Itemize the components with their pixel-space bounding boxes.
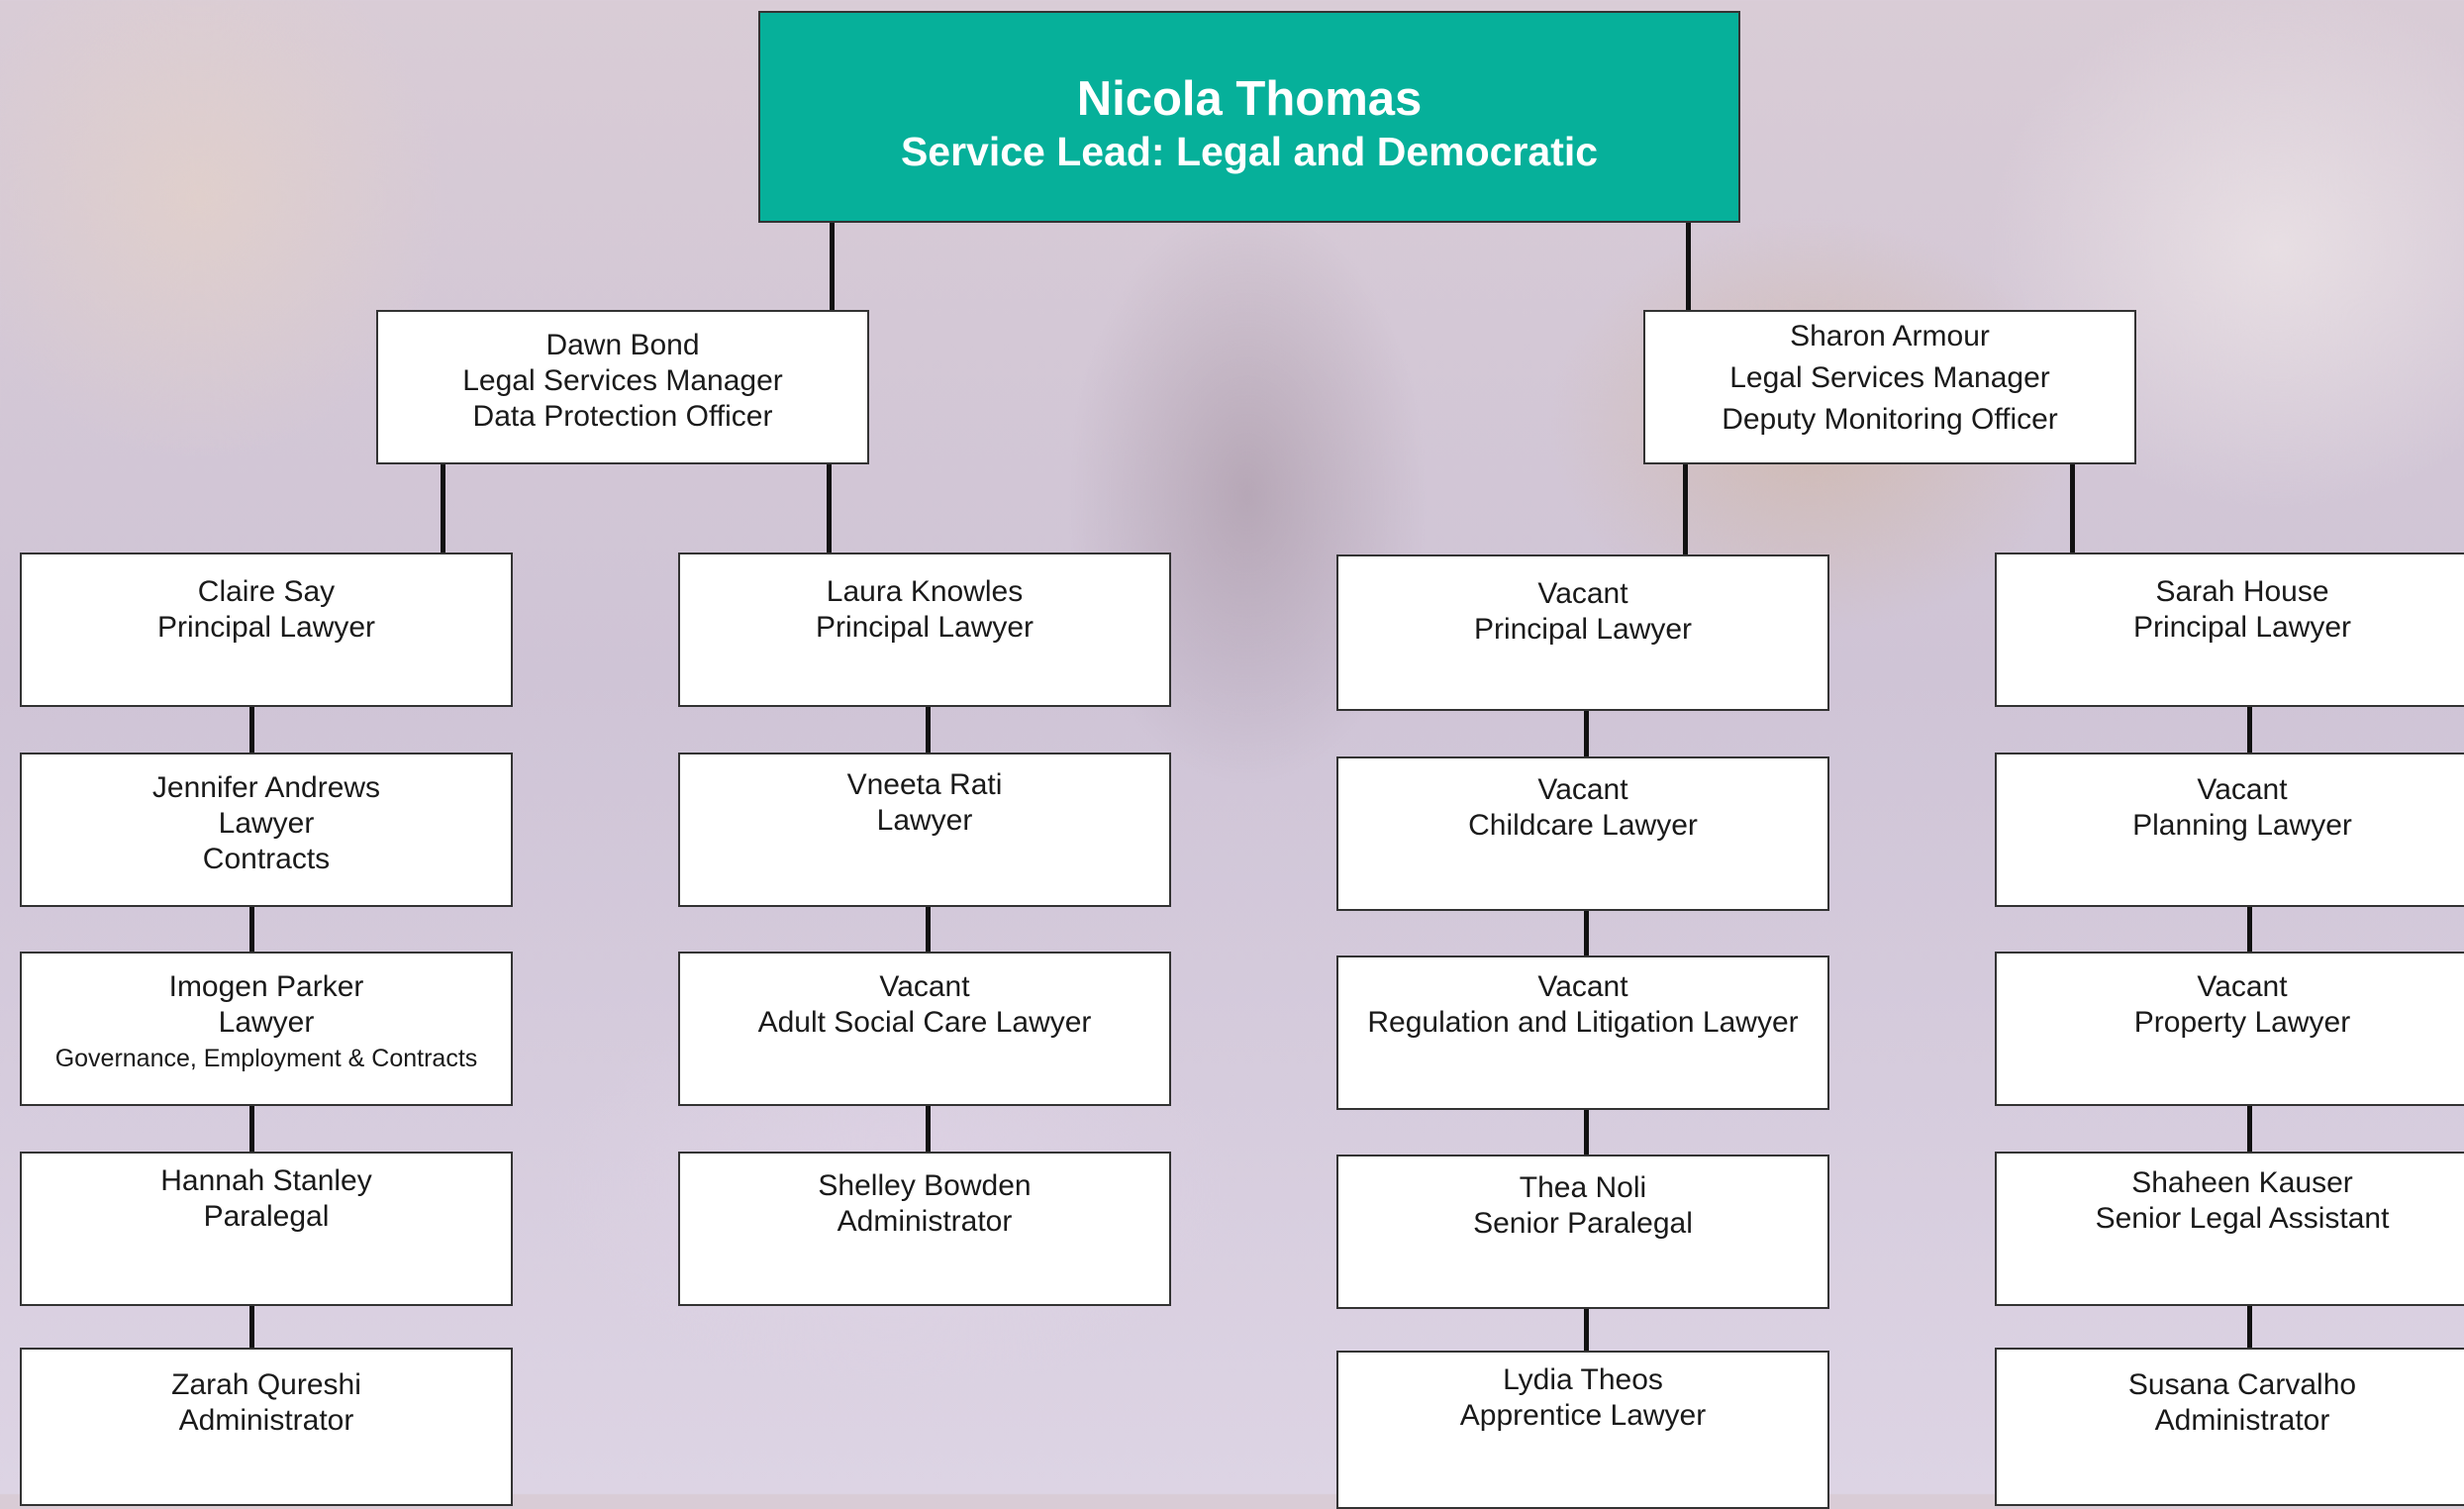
staff-role: Lawyer: [876, 804, 973, 837]
connector: [249, 705, 254, 754]
staff-box: Laura Knowles Principal Lawyer: [678, 553, 1171, 707]
staff-name: Claire Say: [197, 575, 336, 608]
staff-name: Laura Knowles: [826, 575, 1024, 608]
manager-title: Legal Services Manager: [1729, 361, 2050, 394]
staff-name: Shaheen Kauser: [2131, 1166, 2353, 1199]
staff-role: Property Lawyer: [2133, 1006, 2351, 1039]
connector: [827, 462, 832, 554]
staff-name: Shelley Bowden: [818, 1169, 1032, 1202]
manager-box-right: Sharon Armour Legal Services Manager Dep…: [1643, 310, 2136, 464]
staff-name: Vacant: [879, 970, 970, 1003]
connector: [1683, 462, 1688, 556]
staff-name: Vacant: [1537, 773, 1628, 806]
service-lead-box: Nicola Thomas Service Lead: Legal and De…: [758, 11, 1740, 223]
staff-role: Principal Lawyer: [1473, 613, 1693, 646]
staff-box: Imogen Parker Lawyer Governance, Employm…: [20, 952, 513, 1106]
connector: [926, 1104, 931, 1154]
staff-box: Vacant Principal Lawyer: [1336, 554, 1829, 711]
connector: [1584, 1307, 1589, 1353]
staff-role: Principal Lawyer: [2132, 611, 2352, 644]
manager-role: Data Protection Officer: [472, 400, 773, 433]
connector: [2247, 705, 2252, 754]
staff-box: Jennifer Andrews Lawyer Contracts: [20, 753, 513, 907]
manager-box-left: Dawn Bond Legal Services Manager Data Pr…: [376, 310, 869, 464]
connector: [2247, 1304, 2252, 1350]
staff-role: Lawyer: [218, 1006, 315, 1039]
staff-box: Vacant Adult Social Care Lawyer: [678, 952, 1171, 1106]
staff-box: Hannah Stanley Paralegal: [20, 1152, 513, 1306]
connector: [2247, 1104, 2252, 1154]
connector: [249, 1304, 254, 1350]
staff-box: Vacant Regulation and Litigation Lawyer: [1336, 956, 1829, 1110]
staff-name: Susana Carvalho: [2127, 1368, 2357, 1401]
connector: [2070, 462, 2075, 554]
connector: [1686, 223, 1691, 312]
staff-box: Vacant Property Lawyer: [1995, 952, 2464, 1106]
staff-role: Principal Lawyer: [815, 611, 1035, 644]
staff-name: Imogen Parker: [168, 970, 364, 1003]
staff-box: Vacant Planning Lawyer: [1995, 753, 2464, 907]
staff-name: Sarah House: [2155, 575, 2329, 608]
connector: [249, 1104, 254, 1154]
staff-specialism: Contracts: [202, 843, 331, 875]
staff-role: Senior Paralegal: [1473, 1207, 1693, 1240]
staff-name: Vacant: [2197, 773, 2288, 806]
staff-name: Zarah Qureshi: [171, 1368, 361, 1401]
staff-name: Jennifer Andrews: [151, 771, 381, 804]
staff-role: Childcare Lawyer: [1468, 809, 1698, 842]
manager-role: Deputy Monitoring Officer: [1722, 403, 2058, 436]
staff-role: Principal Lawyer: [156, 611, 376, 644]
staff-role: Senior Legal Assistant: [2095, 1202, 2390, 1235]
staff-role: Planning Lawyer: [2132, 809, 2352, 842]
staff-box: Shaheen Kauser Senior Legal Assistant: [1995, 1152, 2464, 1306]
staff-box: Thea Noli Senior Paralegal: [1336, 1155, 1829, 1309]
staff-box: Vneeta Rati Lawyer: [678, 753, 1171, 907]
connector: [926, 705, 931, 754]
service-lead-role: Service Lead: Legal and Democratic: [900, 129, 1599, 174]
staff-name: Lydia Theos: [1503, 1363, 1663, 1396]
connector: [1584, 1108, 1589, 1157]
staff-role: Administrator: [178, 1404, 354, 1437]
manager-name: Sharon Armour: [1790, 320, 1990, 352]
service-lead-name: Nicola Thomas: [1076, 72, 1423, 126]
staff-box: Sarah House Principal Lawyer: [1995, 553, 2464, 707]
staff-role: Regulation and Litigation Lawyer: [1367, 1006, 1799, 1039]
staff-box: Susana Carvalho Administrator: [1995, 1348, 2464, 1506]
staff-name: Thea Noli: [1519, 1171, 1647, 1204]
staff-role: Apprentice Lawyer: [1459, 1399, 1707, 1432]
manager-title: Legal Services Manager: [462, 364, 783, 397]
staff-name: Hannah Stanley: [160, 1164, 372, 1197]
manager-name: Dawn Bond: [545, 329, 700, 361]
staff-box: Shelley Bowden Administrator: [678, 1152, 1171, 1306]
connector: [249, 905, 254, 955]
staff-role: Administrator: [837, 1205, 1013, 1238]
staff-specialism: Governance, Employment & Contracts: [54, 1045, 478, 1072]
connector: [441, 462, 445, 554]
connector: [926, 905, 931, 955]
staff-box: Claire Say Principal Lawyer: [20, 553, 513, 707]
connector: [1584, 909, 1589, 958]
connector: [1584, 709, 1589, 758]
staff-name: Vneeta Rati: [846, 768, 1003, 801]
staff-box: Vacant Childcare Lawyer: [1336, 756, 1829, 911]
connector: [2247, 905, 2252, 955]
staff-name: Vacant: [1537, 970, 1628, 1003]
connector: [830, 223, 835, 312]
staff-name: Vacant: [1537, 577, 1628, 610]
staff-role: Administrator: [2154, 1404, 2330, 1437]
staff-box: Zarah Qureshi Administrator: [20, 1348, 513, 1506]
staff-role: Adult Social Care Lawyer: [757, 1006, 1092, 1039]
staff-role: Paralegal: [203, 1200, 330, 1233]
staff-box: Lydia Theos Apprentice Lawyer: [1336, 1351, 1829, 1509]
staff-name: Vacant: [2197, 970, 2288, 1003]
staff-role: Lawyer: [218, 807, 315, 840]
